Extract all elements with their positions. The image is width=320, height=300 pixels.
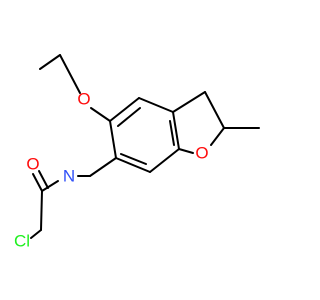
bond-ring-inner-3 bbox=[120, 153, 147, 165]
bond-ethyl-ch2-o bbox=[59, 54, 81, 94]
bond-ring-c5-c4 bbox=[109, 97, 140, 122]
bond-c3a-c3 bbox=[172, 91, 206, 113]
bond-o-aromatic bbox=[90, 107, 111, 122]
nitrogen-amide-label: N bbox=[63, 167, 75, 186]
bond-ring-c7-c6 bbox=[115, 157, 151, 173]
oxygen-ether-label: O bbox=[77, 90, 90, 109]
bond-ring-c3a-c7a bbox=[172, 111, 180, 150]
bond-carbonyl-o-1 bbox=[32, 173, 43, 192]
bond-ethyl-ch3-ch2 bbox=[39, 54, 61, 70]
bond-c2-o1 bbox=[210, 127, 225, 146]
bond-o1-c7a bbox=[178, 148, 194, 154]
molecule-diagram: O O O N Cl bbox=[14, 54, 260, 251]
bond-carbonyl-ch2 bbox=[40, 190, 43, 231]
oxygen-ring-label: O bbox=[195, 144, 208, 163]
structure-svg: O O O N Cl bbox=[14, 54, 260, 251]
bond-n-carbonyl bbox=[41, 180, 59, 192]
bond-c6-ch2 bbox=[89, 157, 117, 177]
bond-ring-c6-c5 bbox=[109, 120, 117, 159]
bond-ring-inner-1 bbox=[117, 107, 141, 127]
chlorine-label: Cl bbox=[14, 232, 30, 251]
bond-ring-inner-2 bbox=[169, 120, 175, 146]
bond-c3-c2 bbox=[204, 91, 225, 129]
oxygen-carbonyl-label: O bbox=[26, 155, 39, 174]
bond-carbonyl-o-2 bbox=[38, 170, 49, 189]
bond-ch2-cl bbox=[30, 229, 42, 239]
bond-ring-c4-c3a bbox=[138, 97, 174, 113]
bond-ring-c7a-c7 bbox=[149, 148, 180, 173]
